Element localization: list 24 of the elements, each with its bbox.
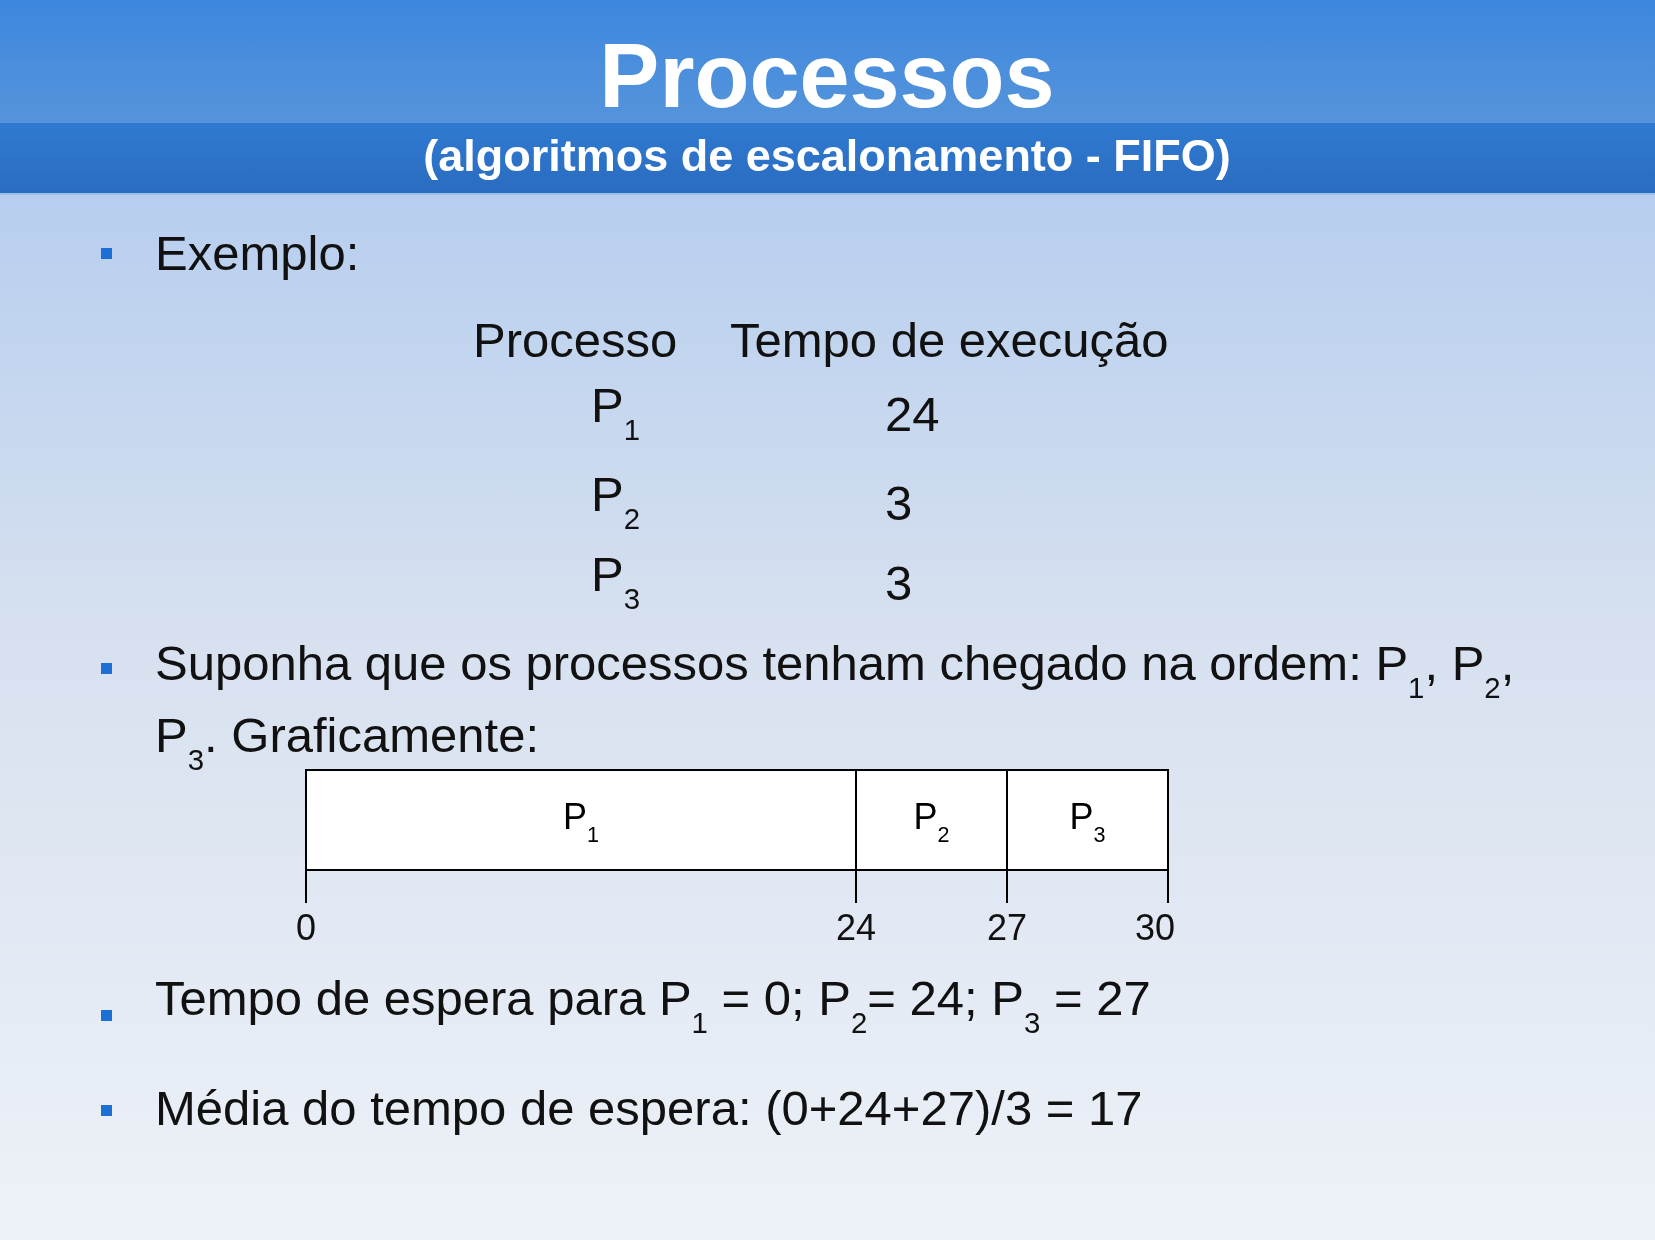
process-name: P$_{1}$ bbox=[591, 376, 641, 445]
column-heading: Processo bbox=[473, 311, 678, 369]
tick-label: 27 bbox=[987, 910, 1027, 946]
gantt-segment bbox=[855, 769, 1008, 871]
execution-time: 3 bbox=[885, 554, 913, 612]
slide-title: Processos bbox=[599, 31, 1055, 121]
gantt-segment bbox=[305, 769, 857, 871]
gantt-segment bbox=[1006, 769, 1169, 871]
bullet-text: Exemplo: bbox=[155, 224, 360, 282]
bullet-text: Tempo de espera para P$_{1}$ = 0; P$_{2}$= 24; P$_{3}$ = 27 bbox=[155, 969, 1151, 1038]
column-heading: Tempo de execução bbox=[730, 311, 1169, 369]
tick-label: 30 bbox=[1135, 910, 1175, 946]
process-name: P$_{2}$ bbox=[591, 465, 641, 534]
bullet-text: Suponha que os processos tenham chegado na ordem: P$_{1}$, P$_{2}$, P$_{3}$. Graficamente: bbox=[155, 635, 1516, 771]
segment-label: P$_{3}$ bbox=[1069, 794, 1106, 846]
slide-subtitle: (algoritmos de escalonamento - FIFO) bbox=[423, 132, 1231, 178]
execution-time: 24 bbox=[885, 385, 940, 443]
execution-time: 3 bbox=[885, 474, 913, 532]
segment-label: P$_{2}$ bbox=[913, 794, 950, 846]
process-name: P$_{3}$ bbox=[591, 545, 641, 614]
tick-label: 0 bbox=[296, 910, 316, 946]
tick-label: 24 bbox=[836, 910, 876, 946]
bullet-text: Média do tempo de espera: (0+24+27)/3 = 17 bbox=[155, 1079, 1143, 1137]
segment-label: P$_{1}$ bbox=[563, 794, 599, 846]
